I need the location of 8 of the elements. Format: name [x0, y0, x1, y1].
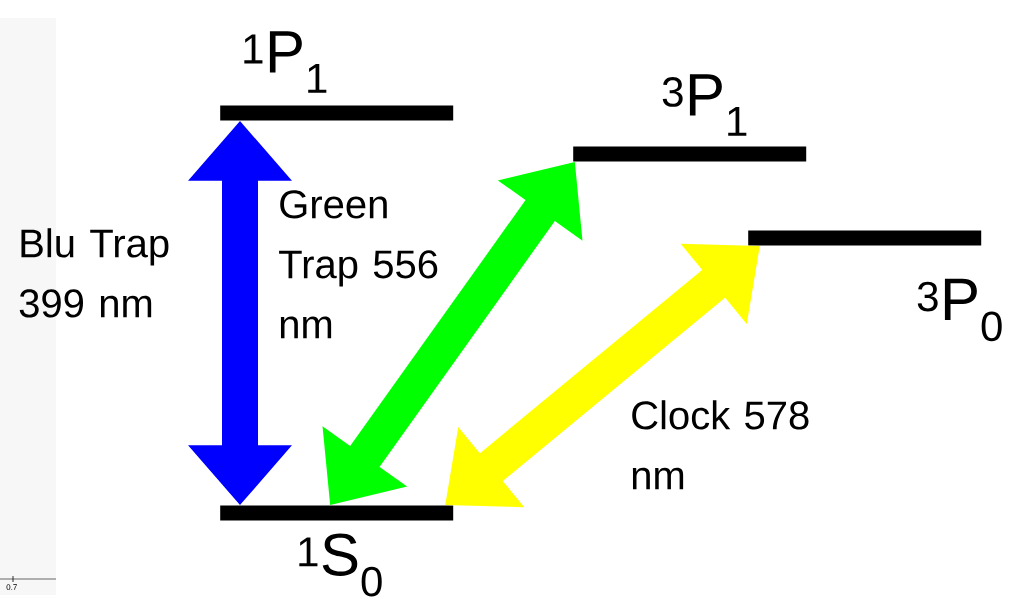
level-label: $^{3}$P$_{1}$: [662, 74, 747, 136]
level-label: $^{3}$P$_{0}$: [917, 278, 1002, 342]
edge-label: Clock 578 nm: [632, 400, 809, 490]
tick-label: 0.7: [6, 584, 17, 590]
level-label: $^{1}$P$_{1}$: [244, 31, 327, 93]
edge-label: Green Trap 556 nm: [279, 190, 438, 339]
level-label: $^{1}$S$_{0}$: [299, 533, 382, 597]
edge-label: Blu Trap 399 nm: [19, 228, 169, 318]
